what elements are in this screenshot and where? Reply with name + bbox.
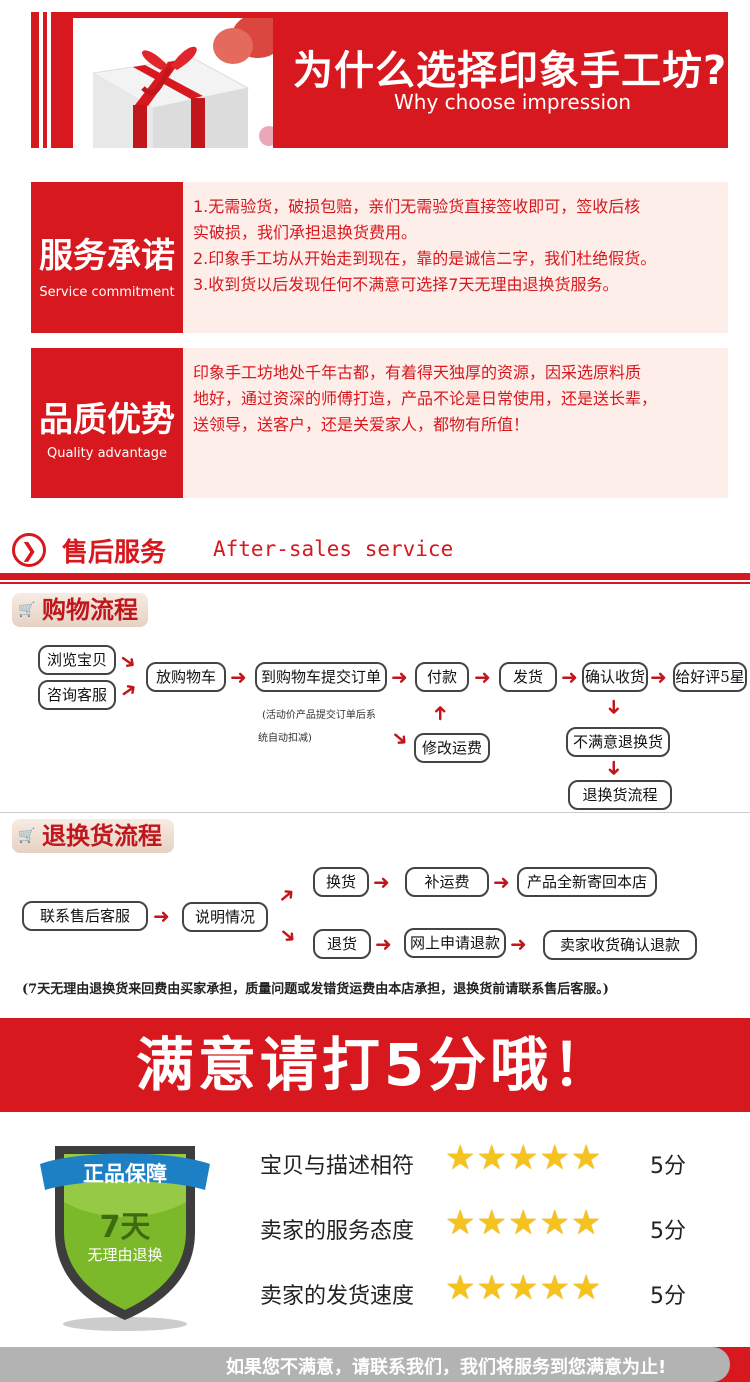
return-node-explain: 说明情况 bbox=[182, 902, 268, 932]
chevron-right-icon: ❯ bbox=[12, 533, 46, 567]
arrow-icon: ➜ bbox=[272, 880, 301, 910]
arrow-icon: ➜ bbox=[274, 920, 303, 950]
return-node-add-fee: 补运费 bbox=[405, 867, 489, 897]
service-line: 1.无需验货，破损包赔，亲们无需验货直接签收即可，签收后核 bbox=[193, 197, 641, 216]
quality-subtitle: Quality advantage bbox=[46, 446, 167, 461]
flow-node-return-flow: 退换货流程 bbox=[568, 780, 672, 810]
header-stripe bbox=[47, 12, 51, 148]
shopping-cart-icon: 🛒 bbox=[18, 828, 36, 844]
return-node-new-return: 产品全新寄回本店 bbox=[517, 867, 657, 897]
after-sales-title: 售后服务 bbox=[62, 538, 167, 568]
header-subtitle: Why choose impression bbox=[394, 90, 632, 114]
quality-line: 地好，通过资深的师傅打造，产品不论是日常使用，还是送长辈， bbox=[193, 389, 658, 408]
arrow-up-icon: ➜ bbox=[427, 704, 452, 722]
service-text: 1.无需验货，破损包赔，亲们无需验货直接签收即可，签收后核 实破损，我们承担退换… bbox=[193, 194, 718, 298]
rating-score: 5分 bbox=[650, 1154, 686, 1179]
return-node-confirm-refund: 卖家收货确认退款 bbox=[543, 930, 697, 960]
quality-title: 品质优势 bbox=[39, 400, 175, 440]
flow-node-add-cart: 放购物车 bbox=[146, 662, 226, 692]
header-stripe bbox=[39, 12, 43, 148]
divider bbox=[0, 812, 750, 813]
footer-text: 如果您不满意，请联系我们，我们将服务到您满意为止! bbox=[226, 1357, 667, 1378]
rating-score: 5分 bbox=[650, 1219, 686, 1244]
warranty-shield-badge: 正品保障 7天 无理由退换 bbox=[40, 1146, 210, 1331]
flow-node-confirm: 确认收货 bbox=[582, 662, 648, 692]
quality-line: 印象手工坊地处千年古都，有着得天独厚的资源，因采选原料质 bbox=[193, 363, 642, 382]
service-commitment-panel: 服务承诺 Service commitment 1.无需验货，破损包赔，亲们无需… bbox=[31, 182, 728, 333]
flow-node-browse: 浏览宝贝 bbox=[38, 645, 116, 675]
arrow-down-icon: ➜ bbox=[602, 759, 627, 777]
return-note: (7天无理由退换货来回费由买家承担，质量问题或发错货运费由本店承担，退换货前请联… bbox=[22, 982, 609, 997]
arrow-icon: ➜ bbox=[386, 723, 415, 753]
flow-node-submit-order: 到购物车提交订单 bbox=[255, 662, 387, 692]
service-subtitle: Service commitment bbox=[39, 285, 175, 300]
service-line: 3.收到货以后发现任何不满意可选择7天无理由退换货服务。 bbox=[193, 275, 619, 294]
return-node-contact: 联系售后客服 bbox=[22, 901, 148, 931]
shopping-flow-tag: 🛒 购物流程 bbox=[12, 593, 148, 627]
return-node-exchange: 换货 bbox=[313, 867, 369, 897]
shield-top-text: 正品保障 bbox=[83, 1162, 167, 1186]
return-node-apply-refund: 网上申请退款 bbox=[404, 928, 506, 958]
flow-node-rate: 给好评5星 bbox=[673, 662, 747, 692]
rating-label: 卖家的发货速度 bbox=[260, 1284, 415, 1309]
quality-line: 送领导，送客户，还是关爱家人，都物有所值！ bbox=[193, 415, 530, 434]
arrow-icon: ➜ bbox=[373, 870, 390, 894]
after-sales-title-en: After-sales service bbox=[213, 537, 454, 561]
rating-label: 卖家的服务态度 bbox=[260, 1219, 415, 1244]
section-rule bbox=[0, 582, 750, 584]
arrow-icon: ➜ bbox=[230, 665, 247, 689]
flow-note: (活动价产品提交订单后系 bbox=[262, 710, 376, 721]
header-banner: 为什么选择印象手工坊? Why choose impression bbox=[31, 12, 728, 148]
flow-node-modify-fee: 修改运费 bbox=[414, 733, 490, 763]
service-line: 实破损，我们承担退换货费用。 bbox=[193, 223, 418, 242]
arrow-icon: ➜ bbox=[391, 665, 408, 689]
rating-score: 5分 bbox=[650, 1284, 686, 1309]
footer-panel bbox=[0, 1347, 730, 1382]
flow-node-pay: 付款 bbox=[415, 662, 469, 692]
return-flow-tag: 🛒 退换货流程 bbox=[12, 819, 174, 853]
arrow-icon: ➜ bbox=[650, 665, 667, 689]
arrow-icon: ➜ bbox=[114, 646, 143, 676]
arrow-icon: ➜ bbox=[375, 932, 392, 956]
quality-text: 印象手工坊地处千年古都，有着得天独厚的资源，因采选原料质 地好，通过资深的师傅打… bbox=[193, 360, 718, 438]
arrow-icon: ➜ bbox=[114, 675, 143, 705]
rate-banner: 满意请打5分哦！ bbox=[0, 1018, 750, 1112]
arrow-icon: ➜ bbox=[153, 904, 170, 928]
arrow-icon: ➜ bbox=[510, 932, 527, 956]
flow-note: 统自动扣减) bbox=[258, 733, 312, 744]
gift-box-image bbox=[73, 18, 273, 148]
flow-node-consult: 咨询客服 bbox=[38, 680, 116, 710]
rating-label: 宝贝与描述相符 bbox=[260, 1154, 415, 1179]
quality-advantage-label-box: 品质优势 Quality advantage bbox=[31, 348, 183, 498]
header-title: 为什么选择印象手工坊? bbox=[293, 48, 728, 94]
return-node-refund: 退货 bbox=[313, 929, 371, 959]
flow-node-ship: 发货 bbox=[499, 662, 557, 692]
flow-node-unsatisfied: 不满意退换货 bbox=[566, 727, 670, 757]
arrow-icon: ➜ bbox=[493, 870, 510, 894]
star-rating: ★★★★★ bbox=[445, 1138, 603, 1178]
service-line: 2.印象手工坊从开始走到现在，靠的是诚信二字，我们杜绝假货。 bbox=[193, 249, 657, 268]
service-title: 服务承诺 bbox=[39, 236, 175, 276]
service-commitment-label-box: 服务承诺 Service commitment bbox=[31, 182, 183, 333]
shopping-flow-title: 购物流程 bbox=[42, 595, 138, 624]
return-flow-title: 退换货流程 bbox=[42, 821, 162, 850]
arrow-icon: ➜ bbox=[474, 665, 491, 689]
section-rule bbox=[0, 573, 750, 580]
star-rating: ★★★★★ bbox=[445, 1268, 603, 1308]
shield-days-text: 7天 bbox=[100, 1210, 151, 1245]
quality-advantage-panel: 品质优势 Quality advantage 印象手工坊地处千年古都，有着得天独… bbox=[31, 348, 728, 498]
arrow-down-icon: ➜ bbox=[602, 698, 627, 716]
shield-bottom-text: 无理由退换 bbox=[87, 1246, 162, 1264]
shopping-cart-icon: 🛒 bbox=[18, 602, 36, 618]
star-rating: ★★★★★ bbox=[445, 1203, 603, 1243]
footer-bar: 如果您不满意，请联系我们，我们将服务到您满意为止! bbox=[0, 1347, 750, 1382]
arrow-icon: ➜ bbox=[561, 665, 578, 689]
